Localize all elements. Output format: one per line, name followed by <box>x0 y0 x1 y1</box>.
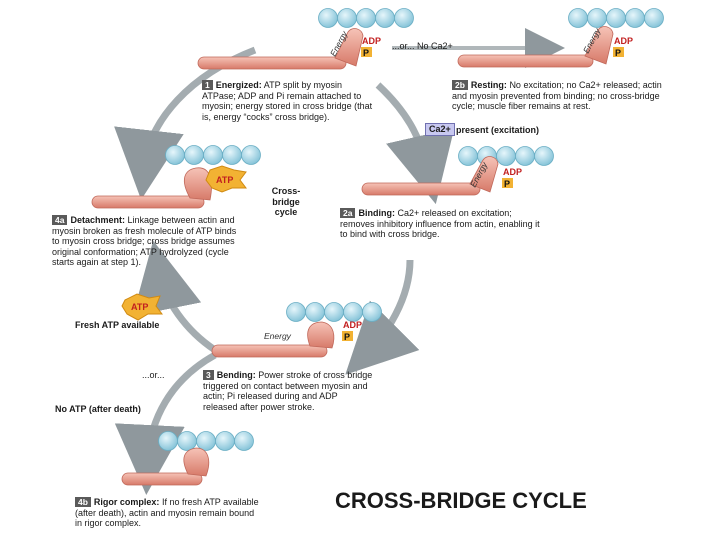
step-3-tag: 3 <box>203 370 214 380</box>
or-no-ca-label: ...or... No Ca2+ <box>392 41 453 51</box>
ca-present-label: present (excitation) <box>456 125 540 135</box>
step-2b-title: Resting: <box>470 80 507 90</box>
p-label-topright: P <box>615 48 621 58</box>
actin-top-left <box>318 8 414 28</box>
atp-badge-bound: ATP <box>205 165 247 193</box>
atp-badge-fresh: ATP <box>121 293 163 321</box>
caption: CROSS-BRIDGE CYCLE <box>335 488 587 513</box>
step-4b-tag: 4b <box>75 497 91 507</box>
actin-bottom-center <box>286 302 382 322</box>
myosin-heads <box>183 26 614 477</box>
step-4a-title: Detachment: <box>70 215 125 225</box>
energy-label-bottom: Energy <box>264 331 292 341</box>
adp-label-bottom: ADP <box>343 320 362 330</box>
svg-text:ATP: ATP <box>216 175 233 185</box>
step-3-title: Bending: <box>216 370 256 380</box>
step-1-tag: 1 <box>202 80 213 90</box>
or-label: ...or... <box>142 370 165 380</box>
no-atp-label: No ATP (after death) <box>55 404 141 414</box>
step-2b-body: No excitation; no Ca2+ released; actin a… <box>452 80 662 111</box>
p-label-mid: P <box>504 179 510 189</box>
step-1-title: Energized: <box>215 80 262 90</box>
fresh-atp-label: Fresh ATP available <box>75 320 160 330</box>
adp-label-topright: ADP <box>614 36 633 46</box>
adp-label-mid: ADP <box>503 167 522 177</box>
step-1-body: ATP split by myosin ATPase; ADP and Pi r… <box>202 80 373 122</box>
step-3-body: Power stroke of cross bridge triggered o… <box>203 370 373 412</box>
actin-bottom-left <box>158 431 254 451</box>
step-2a-tag: 2a <box>340 208 356 218</box>
ca-present-box: Ca2+ <box>425 123 455 136</box>
step-4b-title: Rigor complex: <box>93 497 160 507</box>
step-2b-tag: 2b <box>452 80 468 90</box>
actin-middle-right <box>458 146 554 166</box>
step-4a-body: Linkage between actin and myosin broken … <box>52 215 237 267</box>
adp-label-top: ADP <box>362 36 381 46</box>
p-label-bottom: P <box>344 332 350 342</box>
step-4a-tag: 4a <box>52 215 68 225</box>
cycle-label: Cross-bridge cycle <box>271 186 301 217</box>
step-4b-body: If no fresh ATP available (after death),… <box>75 497 259 528</box>
myosin-rods <box>91 54 594 486</box>
actin-middle-left <box>165 145 261 165</box>
svg-text:ATP: ATP <box>131 302 148 312</box>
step-2a-title: Binding: <box>358 208 395 218</box>
p-label-top: P <box>363 48 369 58</box>
step-2a-body: Ca2+ released on excitation; removes inh… <box>340 208 540 239</box>
actin-top-right <box>568 8 664 28</box>
